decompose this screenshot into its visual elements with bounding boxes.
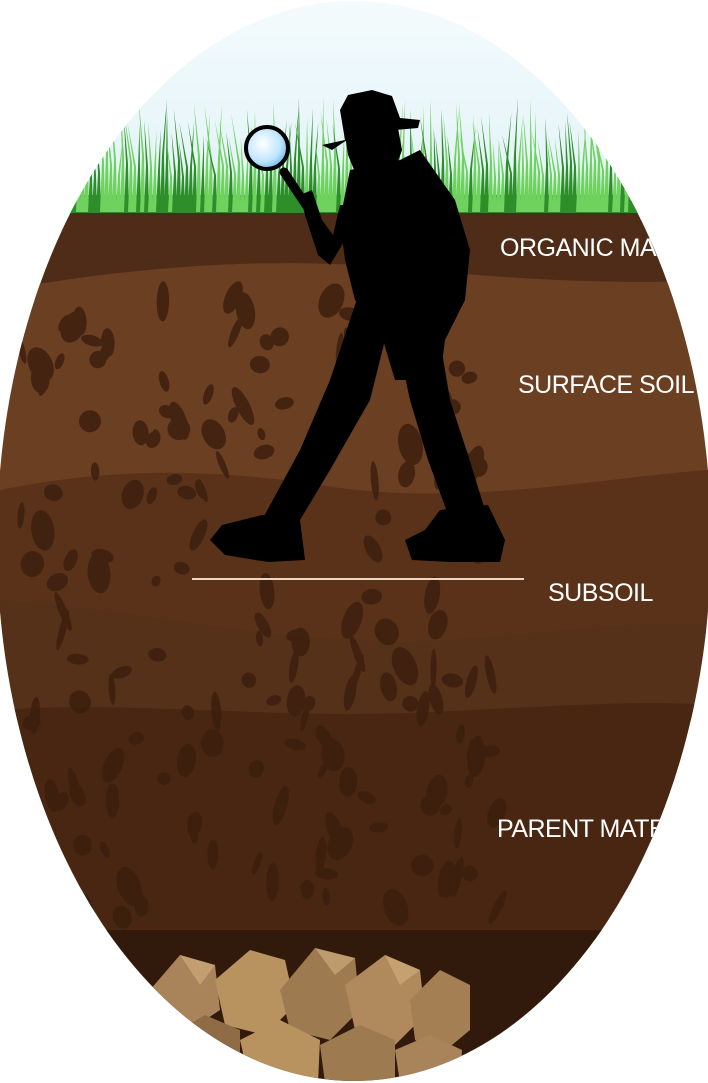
label-organic-matter: ORGANIC MATT bbox=[500, 234, 684, 262]
label-subsoil: SUBSOIL bbox=[548, 579, 653, 607]
label-parent-material: PARENT MATERI bbox=[497, 815, 689, 843]
label-surface-soil: SURFACE SOIL bbox=[518, 371, 695, 399]
